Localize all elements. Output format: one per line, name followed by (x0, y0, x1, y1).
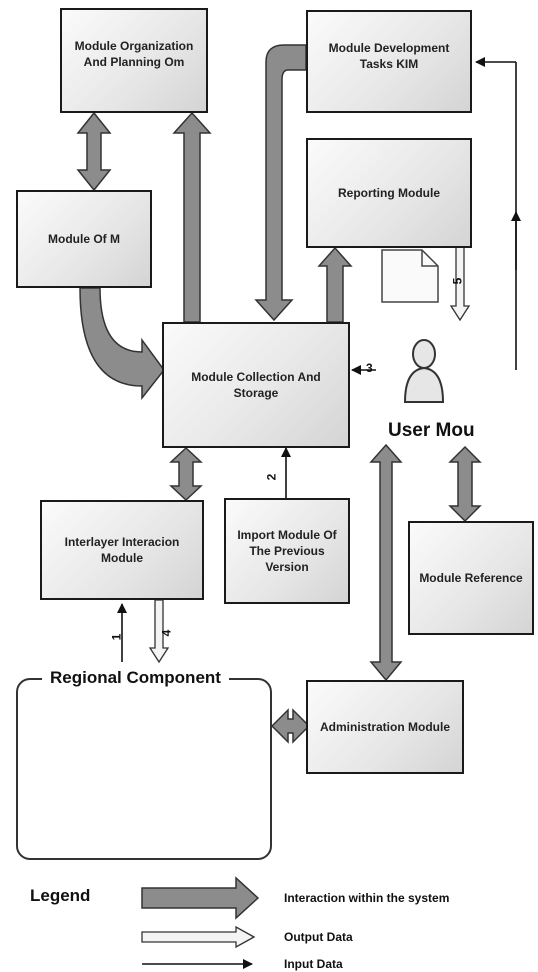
regional-component-label: Regional Component (42, 668, 229, 688)
module-reference-box: Module Reference (408, 521, 534, 635)
legend-output-label: Output Data (284, 930, 353, 944)
arrow-user-admin (369, 443, 403, 682)
module-of-m-box: Module Of M (16, 190, 152, 288)
user-person-icon (403, 339, 445, 403)
administration-module-box: Administration Module (306, 680, 464, 774)
arrow-collection-interlayer (169, 446, 203, 502)
legend-title: Legend (30, 886, 91, 905)
arrow-reporting-output (449, 239, 471, 322)
arrow-collection-reporting (317, 246, 353, 323)
arrow-dev-collection (254, 44, 307, 322)
module-collection-box: Module Collection And Storage (162, 322, 350, 448)
legend-interaction-label: Interaction within the system (284, 891, 450, 905)
arrow-org-ofm (76, 111, 112, 192)
arrow-interlayer-output (148, 599, 170, 664)
arrow-number-5: 5 (450, 277, 465, 285)
arrow-number-2: 2 (264, 473, 279, 481)
document-icon (381, 249, 439, 303)
arrow-number-1: 1 (109, 633, 124, 641)
module-organization-box: Module Organization And Planning Om (60, 8, 208, 113)
legend-input-label: Input Data (284, 957, 343, 971)
arrow-collection-org (172, 111, 212, 323)
arrow-number-3: 3 (366, 361, 373, 375)
reporting-module-box: Reporting Module (306, 138, 472, 248)
legend-output-arrow (141, 925, 256, 949)
arrow-ofm-collection (79, 287, 165, 401)
user-label: User Mou (388, 420, 475, 441)
legend-interaction-arrow (141, 876, 260, 920)
arrow-number-4: 4 (159, 629, 174, 637)
arrow-user-reference (448, 445, 482, 523)
regional-component-frame (16, 678, 272, 860)
document-fold (421, 250, 438, 267)
import-module-box: Import Module Of The Previous Version (224, 498, 350, 604)
interlayer-module-box: Interlayer Interacion Module (40, 500, 204, 600)
arrow-regional-admin (270, 708, 311, 744)
module-development-box: Module Development Tasks KIM (306, 10, 472, 113)
